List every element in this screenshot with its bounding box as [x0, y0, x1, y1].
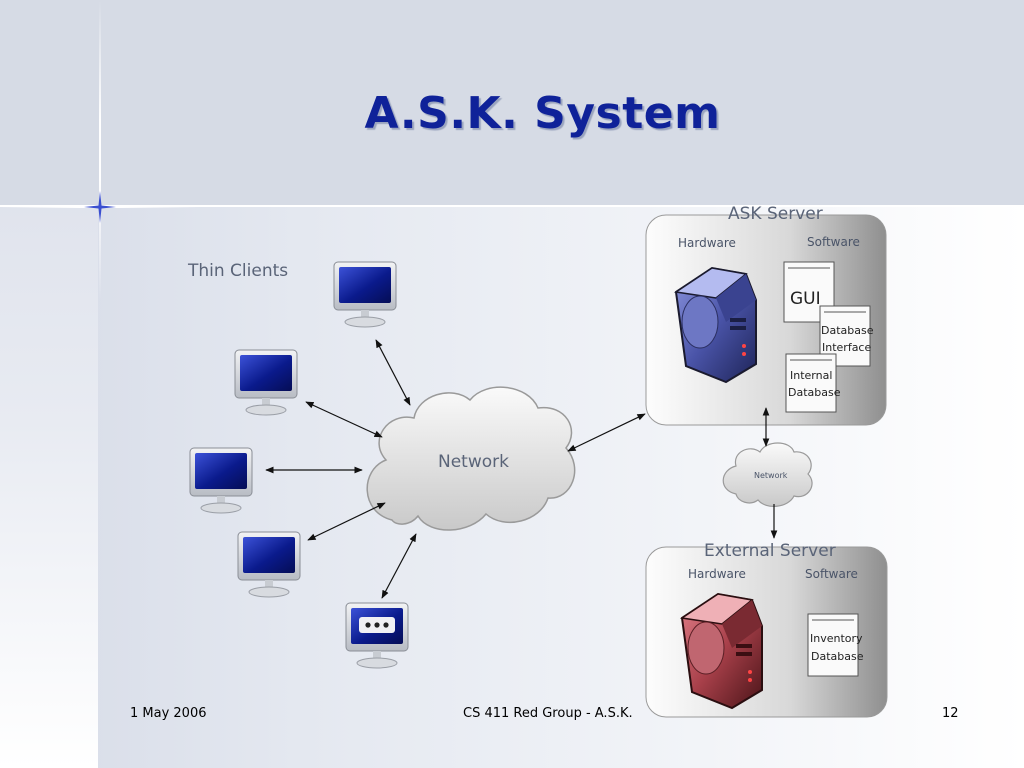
client-link-arrow: [307, 502, 386, 541]
inventory-db-doc-line1: Inventory: [810, 632, 863, 645]
cloud-icon: [722, 442, 813, 507]
server-icon: [679, 592, 763, 710]
slide-title: A.S.K. System: [364, 88, 721, 139]
monitor-icon: [189, 447, 253, 514]
external-hardware-label: Hardware: [688, 567, 746, 581]
small-network-label: Network: [754, 471, 788, 480]
document-icon: [807, 613, 859, 677]
monitor-icon: [237, 531, 301, 598]
db-interface-doc-line2: Interface: [822, 341, 871, 354]
internal-db-doc-line2: Database: [788, 386, 841, 399]
client-link-arrow: [305, 401, 383, 438]
ask-hardware-label: Hardware: [678, 236, 736, 250]
ask-software-label: Software: [807, 235, 860, 249]
document-icon: [785, 353, 837, 413]
client-link-arrow: [375, 339, 411, 406]
network-label: Network: [438, 452, 509, 472]
title-divider: [0, 205, 1024, 207]
gui-doc-label: GUI: [790, 289, 821, 309]
footer-center-text: CS 411 Red Group - A.S.K.: [463, 706, 633, 721]
footer-date: 1 May 2006: [130, 706, 207, 721]
server-link-arrow: [567, 413, 646, 452]
page-number: 12: [942, 706, 959, 721]
title-band: [0, 0, 1024, 207]
monitor-icon: [333, 261, 397, 328]
db-interface-doc-line1: Database: [821, 324, 874, 337]
ask-server-title: ASK Server: [728, 204, 823, 224]
thin-clients-label: Thin Clients: [187, 261, 288, 281]
vertical-accent-line: [99, 0, 101, 300]
internal-db-doc-line1: Internal: [790, 369, 832, 382]
monitor-icon: [234, 349, 298, 416]
client-link-arrow: [381, 533, 417, 599]
inventory-db-doc-line2: Database: [811, 650, 864, 663]
external-software-label: Software: [805, 567, 858, 581]
external-server-title: External Server: [704, 541, 836, 561]
server-icon: [673, 266, 757, 384]
sparkle-icon: [84, 191, 116, 223]
monitor-icon: [345, 602, 409, 669]
